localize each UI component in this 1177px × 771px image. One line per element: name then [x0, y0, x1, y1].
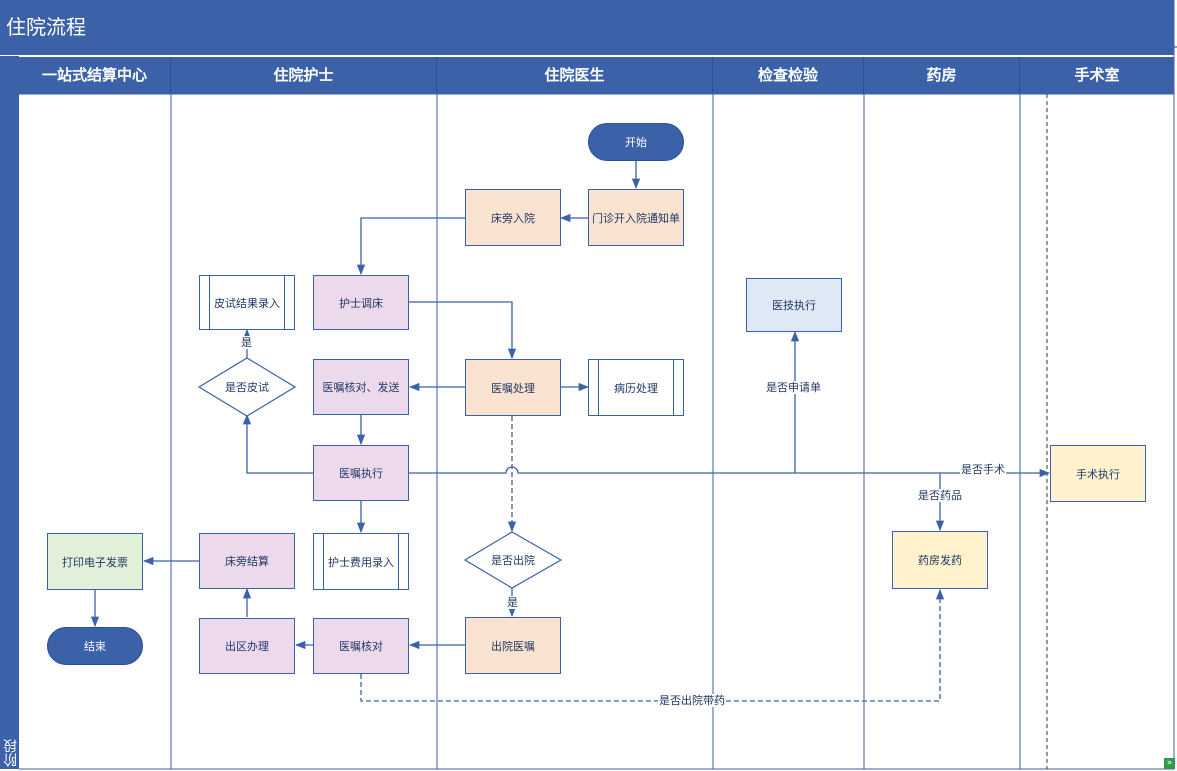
lane-header-examination: 检查检验: [713, 57, 864, 94]
is-application-label: 是否申请单: [765, 381, 822, 394]
bedside-admission-node[interactable]: 床旁入院: [465, 189, 561, 246]
page-title: 住院流程: [0, 0, 1174, 55]
tech-execution-node[interactable]: 医技执行: [746, 278, 842, 332]
skin-test-decision: [197, 357, 297, 417]
skin-test-entry-node[interactable]: 皮试结果录入: [199, 275, 295, 330]
lane-header-operating-room: 手术室: [1020, 57, 1174, 94]
discharge-order-node[interactable]: 出院医嘱: [465, 617, 561, 674]
lane-header-nurse: 住院护士: [171, 57, 437, 94]
expand-icon[interactable]: »: [1164, 758, 1175, 769]
discharge-with-medicine-label: 是否出院带药: [658, 694, 726, 707]
is-medicine-label: 是否药品: [917, 489, 963, 502]
nurse-assign-bed-node[interactable]: 护士调床: [313, 275, 409, 330]
start-node[interactable]: 开始: [588, 123, 684, 161]
lane-header-doctor: 住院医生: [437, 57, 713, 94]
yes-discharge-label: 是: [506, 596, 519, 609]
pharmacy-dispense-node[interactable]: 药房发药: [892, 531, 988, 589]
print-invoice-node[interactable]: 打印电子发票: [47, 533, 143, 590]
record-processing-node[interactable]: 病历处理: [588, 359, 684, 416]
lane-borders: [19, 0, 1175, 770]
skin-test-decision-label[interactable]: 是否皮试: [225, 381, 269, 394]
nurse-fee-entry-node[interactable]: 护士费用录入: [313, 533, 409, 590]
is-surgery-label: 是否手术: [960, 463, 1006, 476]
lane-header-pharmacy: 药房: [864, 57, 1020, 94]
phase-strip: 阶段: [0, 56, 19, 769]
yes-skin-test-label: 是: [240, 336, 253, 349]
discharge-decision: [463, 531, 563, 589]
order-verify-node[interactable]: 医嘱核对: [313, 618, 409, 674]
order-execution-node[interactable]: 医嘱执行: [313, 445, 409, 501]
ward-discharge-node[interactable]: 出区办理: [199, 618, 295, 674]
bedside-settlement-node[interactable]: 床旁结算: [199, 533, 295, 589]
outpatient-notice-node[interactable]: 门诊开入院通知单: [588, 189, 684, 246]
lane-header-settlement: 一站式结算中心: [19, 57, 171, 94]
discharge-decision-label[interactable]: 是否出院: [491, 554, 535, 567]
order-processing-node[interactable]: 医嘱处理: [465, 359, 561, 416]
order-check-send-node[interactable]: 医嘱核对、发送: [313, 359, 409, 415]
end-node[interactable]: 结束: [47, 627, 143, 665]
surgery-execution-node[interactable]: 手术执行: [1050, 445, 1146, 502]
